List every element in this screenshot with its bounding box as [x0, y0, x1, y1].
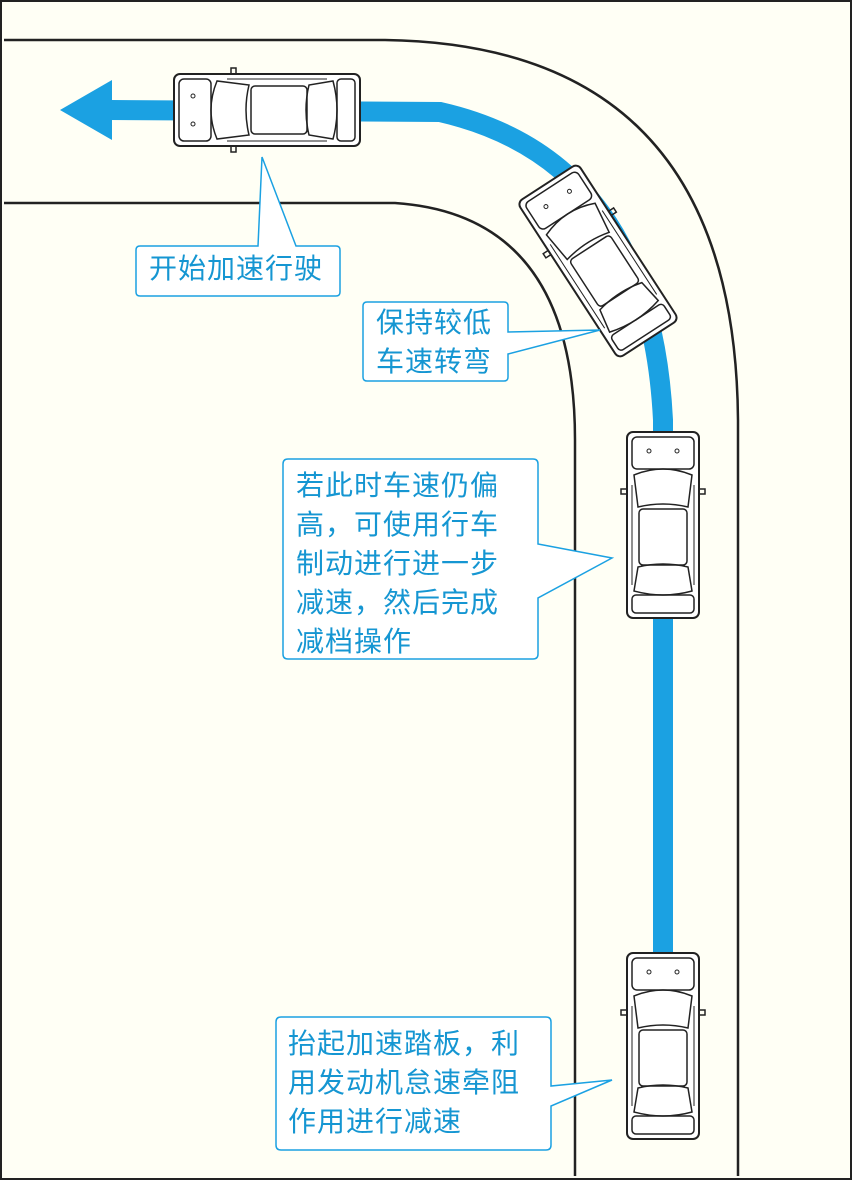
callout-engine-braking: 抬起加速踏板，利 用发动机怠速牵阻 作用进行减速	[288, 1027, 521, 1138]
car-top-view-icon	[620, 952, 706, 1140]
road-inner-edge	[4, 201, 577, 1176]
arrow-left-icon	[60, 80, 112, 140]
road-outer-edge	[4, 38, 740, 1176]
callout-bubble	[282, 458, 615, 660]
car-top-view-icon	[173, 67, 361, 153]
callout-bubble	[362, 301, 601, 382]
callout-bubble	[135, 156, 341, 297]
callout-keep-low-speed: 保持较低 车速转弯	[376, 306, 493, 378]
callout-bubble	[275, 1016, 613, 1151]
callout-start-accelerating: 开始加速行驶	[149, 252, 324, 285]
car-top-view-icon	[620, 431, 706, 619]
callout-brake-if-fast: 若此时车速仍偏 高，可使用行车 制动进行进一步 减速，然后完成 减档操作	[296, 469, 500, 658]
